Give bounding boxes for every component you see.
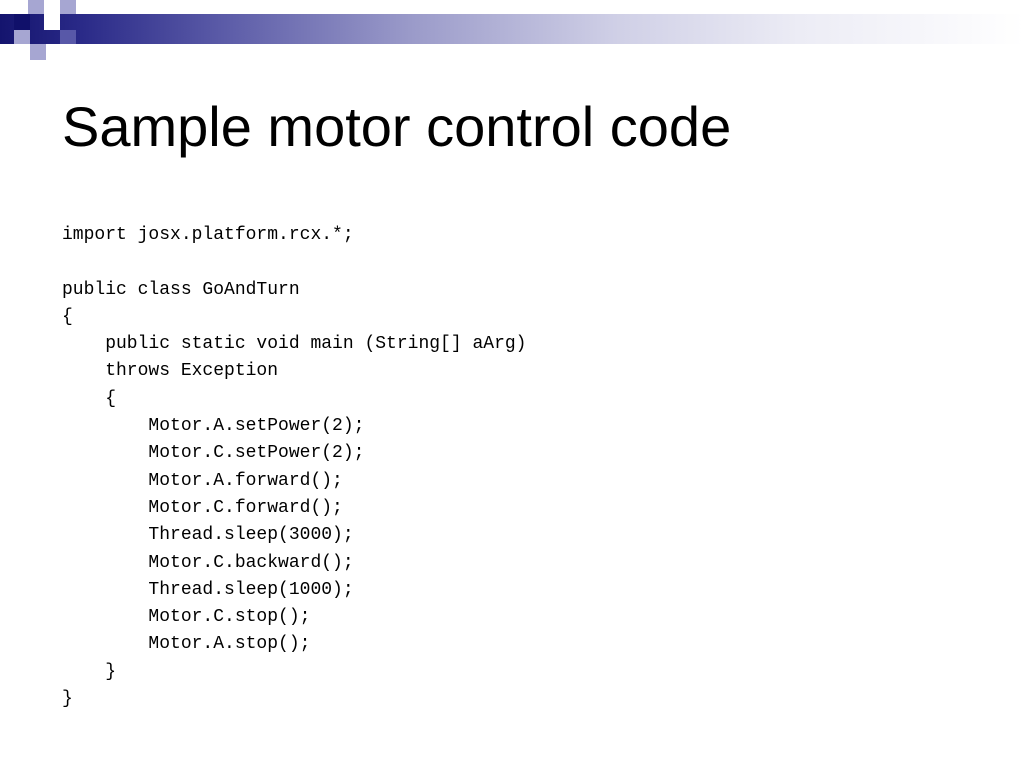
decor-square-white-1 — [44, 0, 60, 14]
header-gradient-band — [0, 14, 1024, 44]
code-line: public class GoAndTurn — [62, 279, 300, 300]
code-line: throws Exception — [62, 361, 279, 382]
code-line: Motor.C.stop(); — [62, 607, 311, 628]
code-line: } — [62, 689, 73, 710]
code-line: Thread.sleep(3000); — [62, 525, 354, 546]
decor-square-top — [28, 0, 44, 14]
decor-square-navy — [14, 14, 30, 30]
code-line — [62, 249, 526, 276]
decor-square-bottom — [30, 44, 46, 60]
code-line: Motor.C.setPower(2); — [62, 443, 365, 464]
code-line: Thread.sleep(1000); — [62, 579, 354, 600]
code-line: } — [62, 661, 117, 682]
code-line: { — [62, 306, 73, 327]
code-line: Motor.C.backward(); — [62, 552, 354, 573]
decor-square-left — [14, 30, 30, 44]
code-line: Motor.C.forward(); — [62, 497, 343, 518]
code-block: import josx.platform.rcx.*; public class… — [62, 222, 526, 713]
code-line: Motor.A.forward(); — [62, 470, 343, 491]
decor-square-top-right — [60, 0, 76, 14]
code-line: import josx.platform.rcx.*; — [62, 225, 354, 245]
code-line: Motor.A.stop(); — [62, 634, 311, 655]
code-line: public static void main (String[] aArg) — [62, 334, 527, 355]
slide-title: Sample motor control code — [62, 95, 732, 158]
code-line: { — [62, 388, 117, 409]
decor-square-mid — [60, 30, 76, 44]
code-line: Motor.A.setPower(2); — [62, 416, 365, 437]
decor-square-white-2 — [44, 14, 60, 30]
